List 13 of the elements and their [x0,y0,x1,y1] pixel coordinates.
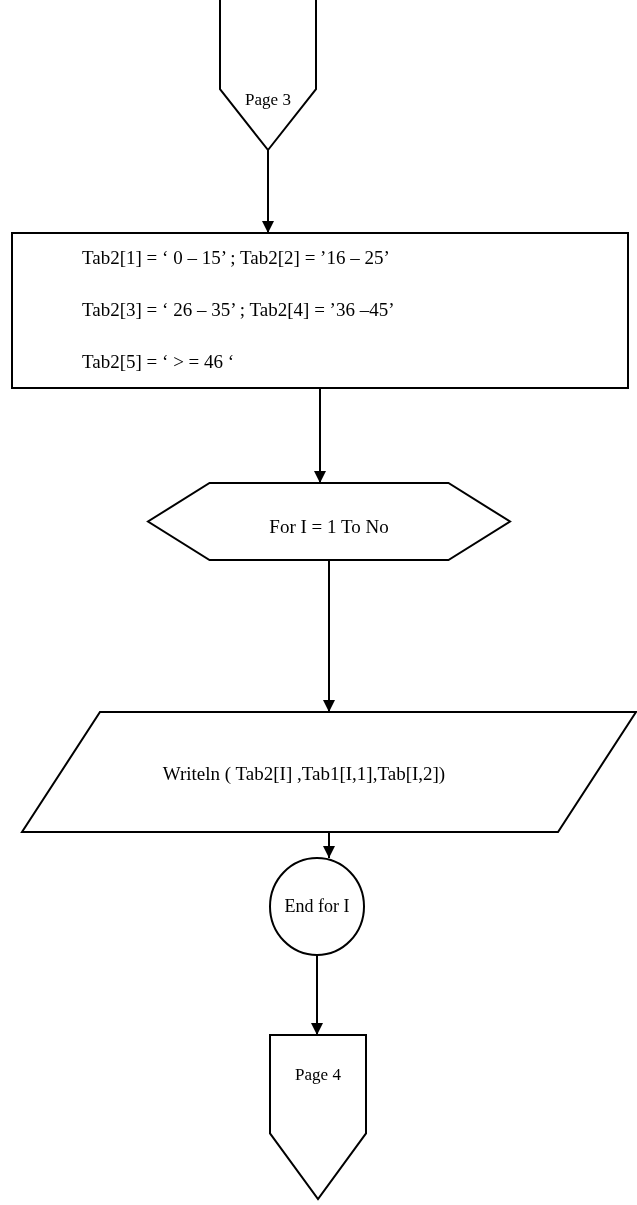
node-text: Page 4 [295,1065,341,1086]
arrow [323,831,335,859]
node-text: Tab2[3] = ‘ 26 – 35’ ; Tab2[4] = ’36 –45’ [82,299,395,322]
arrow [262,149,274,234]
arrow [323,559,335,713]
node-text: For I = 1 To No [269,516,389,539]
arrow [314,387,326,484]
node-text: Page 3 [245,90,291,111]
node-text: Writeln ( Tab2[I] ,Tab1[I,1],Tab[I,2]) [162,762,446,786]
node-text: Tab2[5] = ‘ > = 46 ‘ [82,350,235,374]
node-text: End for I [284,895,350,918]
arrow [311,954,323,1036]
node-text: Tab2[1] = ‘ 0 – 15’ ; Tab2[2] = ’16 – 25’ [82,247,390,271]
